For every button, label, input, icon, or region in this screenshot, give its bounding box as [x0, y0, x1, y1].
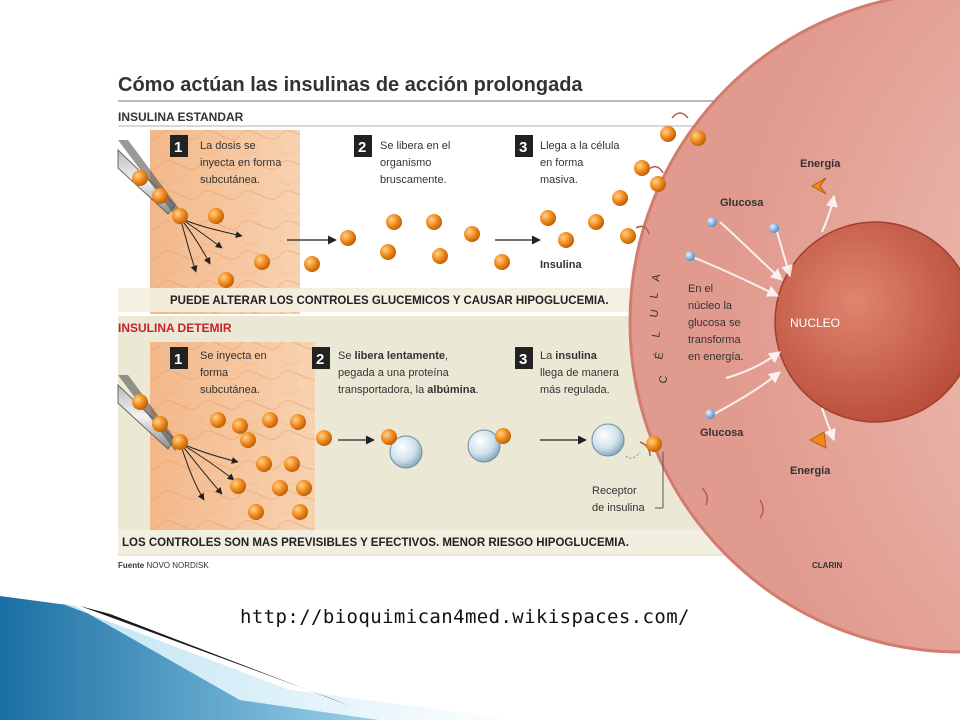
- energy-icon-bottom: [808, 431, 827, 449]
- source-url[interactable]: http://bioquimican4med.wikispaces.com/: [240, 606, 690, 628]
- svg-text:3: 3: [519, 139, 527, 156]
- svg-text:organismo: organismo: [380, 157, 431, 169]
- receptor-mark: [759, 499, 764, 519]
- energy-icon-top: [810, 177, 827, 195]
- svg-text:Llega a la célula: Llega a la célula: [540, 140, 620, 152]
- nucleus: [774, 221, 960, 423]
- footer-source: Fuente NOVO NORDISK: [118, 561, 209, 570]
- step-number-box: [312, 347, 330, 369]
- svg-text:É: É: [652, 349, 666, 360]
- glucose-dot: [705, 409, 715, 419]
- step-number-box: [170, 347, 188, 369]
- step-number-box: [170, 135, 188, 157]
- receptor-bound-insulin: [646, 436, 662, 452]
- step1-top: 1 La dosis se inyecta en forma subcutáne…: [170, 135, 282, 186]
- svg-text:glucosa se: glucosa se: [688, 317, 741, 329]
- banner-top-bg: [118, 288, 638, 312]
- receptor-mark: [671, 112, 689, 119]
- albumin-protein: [591, 423, 625, 457]
- section1-header: INSULINA ESTANDAR: [118, 110, 244, 124]
- svg-text:Se libera lentamente,: Se libera lentamente,: [338, 350, 448, 362]
- svg-text:inyecta en forma: inyecta en forma: [200, 157, 282, 169]
- banner-top: PUEDE ALTERAR LOS CONTROLES GLUCEMICOS Y…: [170, 295, 609, 307]
- svg-text:Receptor: Receptor: [592, 485, 637, 497]
- svg-text:masiva.: masiva.: [540, 174, 578, 186]
- svg-text:en forma: en forma: [540, 157, 584, 169]
- energia-bottom-label: Energía: [790, 465, 831, 477]
- glucosa-bottom-label: Glucosa: [700, 427, 744, 439]
- albumin-carriers: [381, 423, 662, 469]
- svg-text:bruscamente.: bruscamente.: [380, 174, 447, 186]
- step3-top: 3 Llega a la célula en forma masiva.: [515, 135, 620, 186]
- receptor-label: Receptor de insulina: [592, 452, 664, 514]
- nucleus-label: NUCLEO: [790, 316, 840, 330]
- svg-text:U: U: [648, 307, 662, 319]
- step2-top: 2 Se libera en el organismo bruscamente.: [354, 135, 450, 186]
- step1-bottom: 1 Se inyecta en forma subcutánea.: [170, 347, 267, 396]
- svg-text:transforma: transforma: [688, 334, 741, 346]
- insulin-molecules-top: [132, 126, 706, 288]
- svg-text:pegada a una proteína: pegada a una proteína: [338, 367, 450, 379]
- svg-text:llega de manera: llega de manera: [540, 367, 620, 379]
- insulin-molecules-bottom: [132, 394, 332, 520]
- nucleus-explanation: En el núcleo la glucosa se transforma en…: [688, 283, 744, 363]
- svg-text:Se libera en el: Se libera en el: [380, 140, 450, 152]
- step-number-box: [354, 135, 372, 157]
- albumin-protein: [467, 429, 501, 463]
- glucose-dot: [707, 217, 717, 227]
- albumin-protein: [389, 435, 423, 469]
- infographic-title: Cómo actúan las insulinas de acción prol…: [118, 74, 583, 96]
- svg-text:en energía.: en energía.: [688, 351, 744, 363]
- energia-top-label: Energía: [800, 158, 841, 170]
- svg-text:más regulada.: más regulada.: [540, 384, 610, 396]
- svg-text:En el: En el: [688, 283, 713, 295]
- svg-text:2: 2: [316, 351, 324, 368]
- svg-text:subcutánea.: subcutánea.: [200, 384, 260, 396]
- glucose-dot: [769, 223, 779, 233]
- banner-bottom: LOS CONTROLES SON MAS PREVISIBLES Y EFEC…: [122, 537, 629, 549]
- svg-text:núcleo la: núcleo la: [688, 300, 733, 312]
- svg-text:L: L: [648, 289, 661, 299]
- svg-text:La dosis se: La dosis se: [200, 140, 256, 152]
- slide-decoration: [0, 596, 520, 720]
- cell-vertical-label: C É L U L A: [648, 271, 671, 384]
- step-number-box: [515, 135, 533, 157]
- section2-header: INSULINA DETEMIR: [118, 321, 232, 335]
- svg-text:2: 2: [358, 139, 366, 156]
- svg-text:Se inyecta en: Se inyecta en: [200, 350, 267, 362]
- step3-bottom: 3 La insulina llega de manera más regula…: [515, 347, 620, 396]
- svg-text:transportadora, la albúmina.: transportadora, la albúmina.: [338, 384, 479, 396]
- receptor-mark: [701, 487, 709, 506]
- svg-text:subcutánea.: subcutánea.: [200, 174, 260, 186]
- svg-text:A: A: [650, 271, 663, 282]
- insulin-label: Insulina: [540, 259, 582, 271]
- svg-text:forma: forma: [200, 367, 229, 379]
- svg-text:La insulina: La insulina: [540, 350, 598, 362]
- svg-text:de insulina: de insulina: [592, 502, 645, 514]
- glucose-dot: [685, 251, 695, 261]
- receptor-mark: [635, 225, 650, 235]
- svg-text:C: C: [657, 373, 671, 385]
- step-number-box: [515, 347, 533, 369]
- svg-text:3: 3: [519, 351, 527, 368]
- step2-bottom: 2 Se libera lentamente, pegada a una pro…: [312, 347, 479, 396]
- svg-text:1: 1: [174, 351, 182, 368]
- glucosa-top-label: Glucosa: [720, 197, 764, 209]
- svg-text:1: 1: [174, 139, 182, 156]
- svg-text:L: L: [650, 328, 663, 338]
- cell: NUCLEO Energía Glucosa Glucosa Energía E…: [628, 0, 960, 654]
- footer-credit: CLARIN: [812, 561, 842, 570]
